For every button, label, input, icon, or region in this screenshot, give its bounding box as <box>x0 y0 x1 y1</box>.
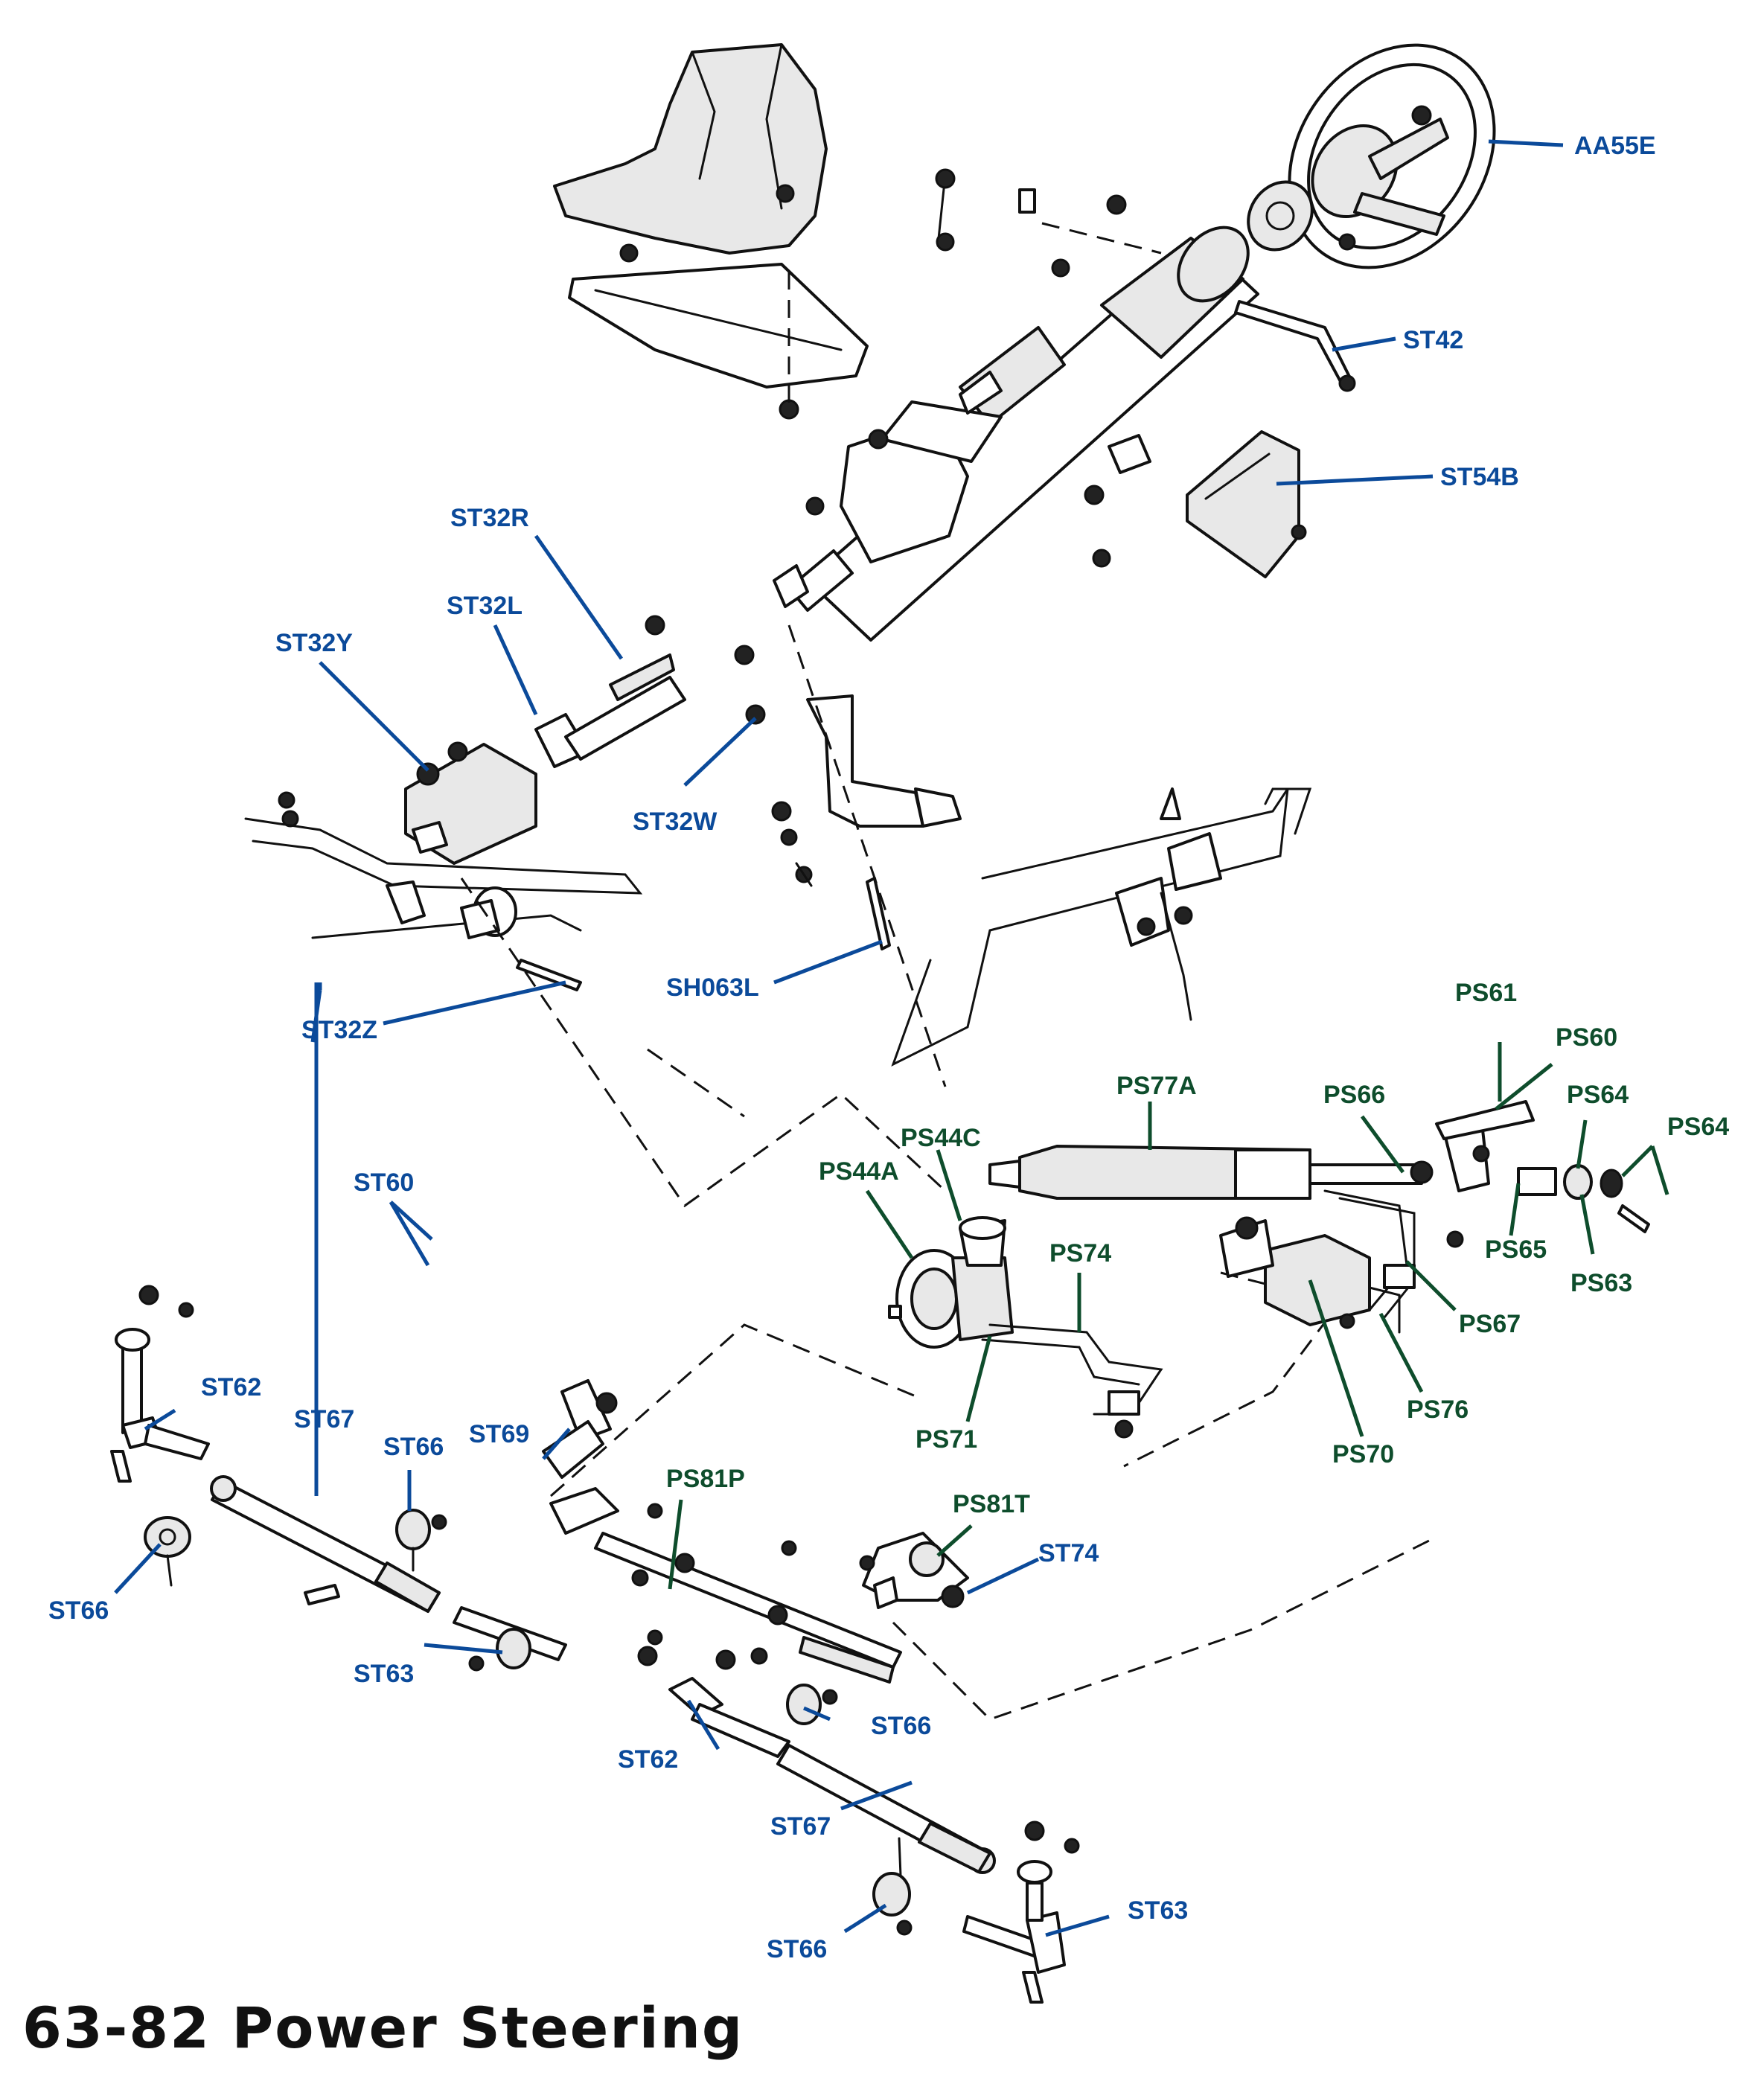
steering-column <box>773 168 1259 642</box>
part-label-ps44c: PS44C <box>901 1124 981 1152</box>
part-label-aa55e: AA55E <box>1574 132 1656 160</box>
control-valve <box>1219 1189 1464 1334</box>
part-label-st62a: ST62 <box>201 1373 261 1401</box>
assembly-guide-lines <box>460 624 1430 1721</box>
part-label-st32z: ST32Z <box>301 1016 377 1044</box>
part-label-st66c: ST66 <box>871 1712 931 1740</box>
part-label-st32r: ST32R <box>450 504 529 532</box>
shift-cable-part <box>1234 300 1356 392</box>
steering-gear-box <box>278 615 766 865</box>
part-label-ps70: PS70 <box>1332 1440 1394 1468</box>
part-label-ps71: PS71 <box>915 1425 977 1454</box>
part-label-st32w: ST32W <box>633 808 718 836</box>
part-label-st69: ST69 <box>469 1420 529 1448</box>
power-steering-pump <box>888 1216 1163 1439</box>
column-cover-part <box>1186 430 1307 578</box>
part-label-st62b: ST62 <box>618 1745 678 1774</box>
diagram-title: 63-82 Power Steering <box>22 1995 744 2061</box>
steering-wheel <box>1247 43 1496 269</box>
part-label-ps67: PS67 <box>1459 1310 1521 1338</box>
part-label-ps63: PS63 <box>1570 1269 1632 1297</box>
part-label-ps61: PS61 <box>1455 979 1517 1007</box>
part-label-st67a: ST67 <box>294 1405 354 1433</box>
part-label-st54b: ST54B <box>1440 463 1519 491</box>
part-label-sh063l: SH063L <box>666 974 759 1002</box>
part-label-ps64a: PS64 <box>1567 1081 1629 1109</box>
part-label-ps77a: PS77A <box>1116 1072 1197 1100</box>
pedal-bracket <box>891 787 1312 1067</box>
part-label-ps66: PS66 <box>1323 1081 1385 1109</box>
power-cylinder <box>988 1100 1650 1233</box>
part-label-ps76: PS76 <box>1407 1396 1469 1424</box>
relay-rod-linkage <box>542 1379 969 1684</box>
part-label-st32y: ST32Y <box>275 629 353 657</box>
part-label-st32l: ST32L <box>447 592 523 620</box>
part-label-st66d: ST66 <box>767 1935 827 1963</box>
left-tie-rod <box>110 1285 567 1672</box>
part-label-st42: ST42 <box>1403 326 1463 354</box>
part-label-ps81p: PS81P <box>666 1465 745 1493</box>
part-label-st60: ST60 <box>354 1169 414 1197</box>
part-label-st74: ST74 <box>1038 1539 1099 1567</box>
part-label-ps65: PS65 <box>1485 1236 1547 1264</box>
right-tie-rod <box>668 1647 1080 2004</box>
part-label-st66b: ST66 <box>48 1596 109 1625</box>
part-label-st63a: ST63 <box>354 1660 414 1688</box>
part-label-st63b: ST63 <box>1128 1896 1188 1925</box>
part-label-ps81t: PS81T <box>953 1490 1030 1518</box>
column-shroud-bracket <box>553 43 869 420</box>
part-label-ps60: PS60 <box>1556 1023 1617 1052</box>
part-label-st67b: ST67 <box>770 1812 831 1841</box>
part-labels: AA55E ST42 ST54B ST32R ST32L ST32Y ST32W… <box>48 132 1729 1963</box>
part-label-ps74: PS74 <box>1049 1239 1111 1268</box>
column-mount-bracket <box>771 694 962 950</box>
leader-lines <box>114 139 1669 1937</box>
part-label-st66a: ST66 <box>383 1433 444 1461</box>
part-label-ps64b: PS64 <box>1667 1113 1729 1141</box>
part-label-ps44a: PS44A <box>819 1157 899 1186</box>
